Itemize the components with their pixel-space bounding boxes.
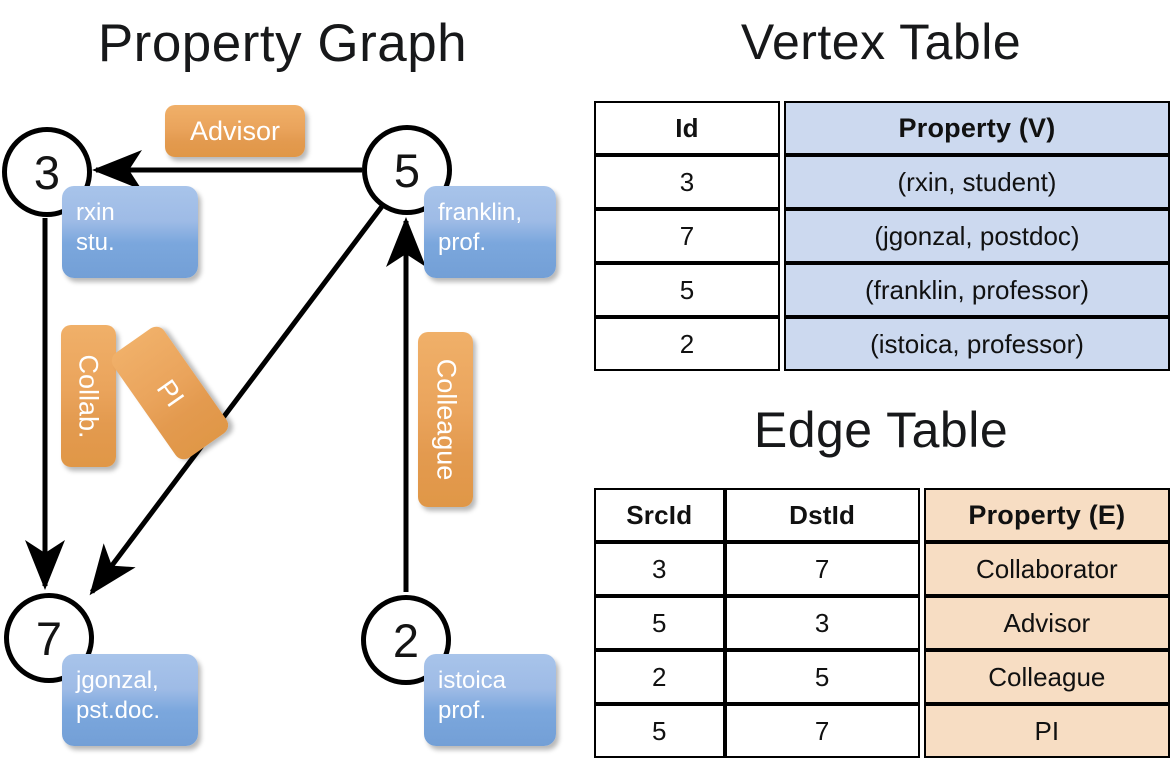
vertex-cell-id: 2 [594, 317, 780, 371]
node-property-box-7[interactable]: jgonzal, pst.doc. [62, 654, 198, 746]
node-property-line-2: prof. [438, 229, 487, 256]
vertex-table-header-row: Id Property (V) [594, 101, 1170, 155]
edge-cell-dstid: 7 [724, 704, 920, 758]
table-column-gap [780, 317, 784, 371]
property-graph-diagram: 3 5 7 2 rxin stu. franklin, prof. jgonza… [2, 105, 556, 746]
vertex-cell-property: (jgonzal, postdoc) [784, 209, 1170, 263]
graph-edge-lines [25, 150, 426, 596]
table-column-gap [919, 542, 924, 596]
edge-table-header-srcid: SrcId [594, 488, 725, 542]
node-property-line-1: istoica [438, 667, 507, 694]
vertex-cell-id: 5 [594, 263, 780, 317]
node-property-line-2: prof. [438, 697, 487, 724]
vertex-cell-id: 3 [594, 155, 780, 209]
table-column-gap [780, 209, 784, 263]
table-row[interactable]: 2 (istoica, professor) [594, 317, 1170, 371]
edge-cell-property: PI [923, 704, 1170, 758]
vertex-cell-id: 7 [594, 209, 780, 263]
edge-table-header-property: Property (E) [923, 488, 1170, 542]
node-property-box-3[interactable]: rxin stu. [62, 186, 198, 278]
table-row[interactable]: 2 5 Colleague [594, 650, 1170, 704]
edge-label-text: Collab. [74, 353, 105, 439]
table-row[interactable]: 5 3 Advisor [594, 596, 1170, 650]
section-title-edge-table: Edge Table [753, 402, 1009, 458]
graph-node-5[interactable]: 5 [362, 125, 452, 215]
node-property-line-1: franklin, [438, 199, 523, 226]
node-property-line-1: rxin [76, 199, 115, 226]
edge-cell-property: Advisor [923, 596, 1170, 650]
edge-label-text: PI [150, 373, 191, 412]
edge-cell-property: Colleague [923, 650, 1170, 704]
table-row[interactable]: 3 7 Collaborator [594, 542, 1170, 596]
page-title-property-graph: Property Graph [97, 14, 468, 73]
vertex-table-header-property: Property (V) [784, 101, 1170, 155]
section-title-vertex-table: Vertex Table [740, 14, 1022, 70]
table-column-gap [919, 596, 924, 650]
edge-cell-dstid: 7 [724, 542, 920, 596]
graph-node-2[interactable]: 2 [361, 595, 451, 685]
edge-cell-srcid: 5 [594, 704, 725, 758]
node-property-line-1: jgonzal, [76, 667, 159, 694]
table-column-gap [780, 155, 784, 209]
node-property-box-5[interactable]: franklin, prof. [424, 186, 556, 278]
vertex-table: Id Property (V) 3 (rxin, student) 7 (jgo… [594, 101, 1170, 371]
table-row[interactable]: 5 7 PI [594, 704, 1170, 758]
table-column-gap [919, 704, 924, 758]
edge-label-collab[interactable]: Collab. [61, 325, 116, 467]
edge-cell-srcid: 5 [594, 596, 725, 650]
edge-cell-srcid: 3 [594, 542, 725, 596]
table-column-gap [919, 650, 924, 704]
table-column-gap [780, 101, 784, 155]
edge-cell-dstid: 5 [724, 650, 920, 704]
vertex-cell-property: (franklin, professor) [784, 263, 1170, 317]
edge-line-5-to-7 [89, 203, 385, 596]
vertex-cell-property: (rxin, student) [784, 155, 1170, 209]
table-column-gap [919, 488, 924, 542]
table-column-gap [780, 263, 784, 317]
edge-cell-srcid: 2 [594, 650, 725, 704]
edge-label-text: Advisor [189, 115, 281, 146]
edge-table-header-dstid: DstId [724, 488, 920, 542]
node-property-line-2: pst.doc. [76, 697, 161, 724]
edge-table-header-row: SrcId DstId Property (E) [594, 488, 1170, 542]
edge-label-advisor[interactable]: Advisor [165, 105, 305, 157]
node-property-box-2[interactable]: istoica prof. [424, 654, 556, 746]
table-row[interactable]: 3 (rxin, student) [594, 155, 1170, 209]
node-property-line-2: stu. [76, 229, 115, 256]
edge-label-colleague[interactable]: Colleague [418, 332, 473, 507]
vertex-table-header-id: Id [594, 101, 780, 155]
edge-cell-dstid: 3 [724, 596, 920, 650]
edge-table: SrcId DstId Property (E) 3 7 Collaborato… [594, 488, 1170, 758]
edge-cell-property: Collaborator [923, 542, 1170, 596]
table-row[interactable]: 7 (jgonzal, postdoc) [594, 209, 1170, 263]
table-row[interactable]: 5 (franklin, professor) [594, 263, 1170, 317]
vertex-cell-property: (istoica, professor) [784, 317, 1170, 371]
edge-label-text: Colleague [431, 358, 461, 481]
